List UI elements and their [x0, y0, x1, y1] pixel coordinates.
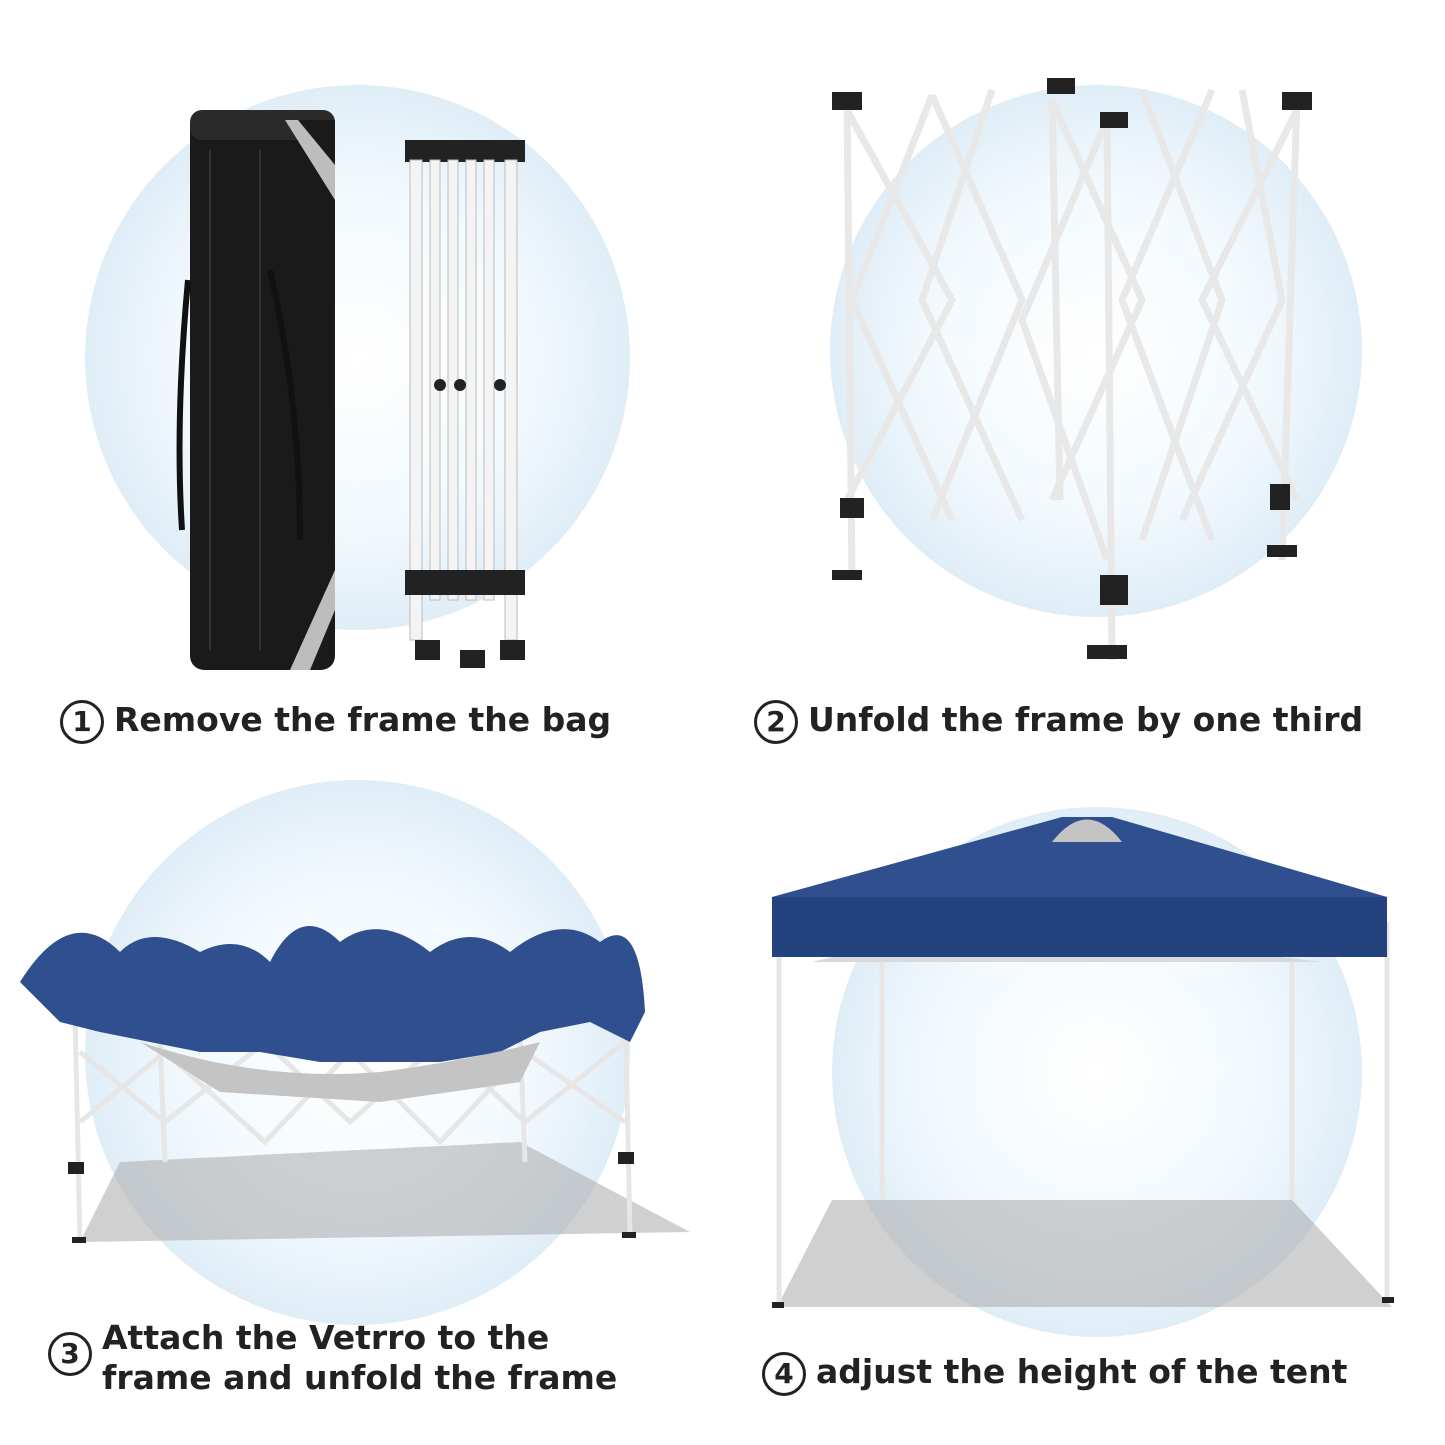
step-3-caption: 3 Attach the Vetrro to the frame and unf…	[48, 1318, 617, 1397]
step-2-illustration	[832, 78, 1312, 661]
step-3-panel: 3 Attach the Vetrro to the frame and unf…	[0, 722, 722, 1444]
step-2-text: Unfold the frame by one third	[808, 700, 1364, 739]
step-2-number: 2	[754, 700, 798, 744]
step-4-caption: 4 adjust the height of the tent	[762, 1352, 1347, 1396]
step-3-text: Attach the Vetrro to the frame and unfol…	[102, 1318, 617, 1397]
step-1-number: 1	[60, 700, 104, 744]
step-4-text: adjust the height of the tent	[816, 1352, 1348, 1391]
step-1-text: Remove the frame the bag	[114, 700, 612, 739]
folded-frame-icon	[405, 140, 525, 668]
step-3-text-line-1: Attach the Vetrro to the	[102, 1318, 550, 1357]
step-4-illustration	[772, 817, 1394, 1308]
step-1-caption: 1 Remove the frame the bag	[60, 700, 611, 744]
step-2-caption: 2 Unfold the frame by one third	[754, 700, 1363, 744]
step-4-number: 4	[762, 1352, 806, 1396]
step-1-illustration	[176, 110, 525, 670]
half-open-tent-icon	[20, 926, 690, 1243]
open-canopy-tent-icon	[772, 817, 1394, 1308]
step-4-panel: 4 adjust the height of the tent	[722, 722, 1444, 1444]
step-1-panel: 1 Remove the frame the bag	[0, 0, 722, 744]
expanding-frame-icon	[843, 88, 1301, 661]
step-3-text-line-2: frame and unfold the frame	[102, 1357, 618, 1397]
step-2-panel: 2 Unfold the frame by one third	[722, 0, 1444, 744]
carry-bag-icon	[176, 110, 335, 670]
step-3-illustration	[20, 926, 690, 1243]
step-1-bubble	[85, 85, 630, 630]
step-3-number: 3	[48, 1332, 92, 1376]
